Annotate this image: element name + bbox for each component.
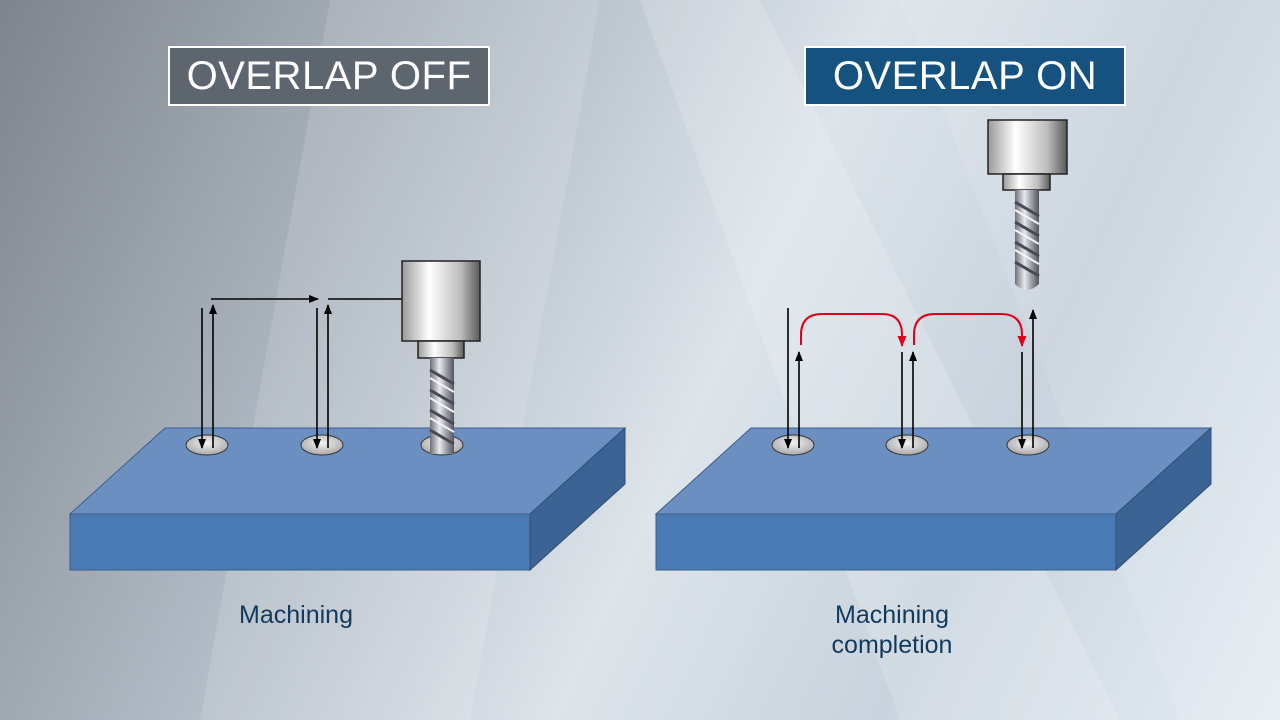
hole-icon — [300, 434, 344, 456]
right-caption-line2: completion — [831, 631, 953, 659]
hole-icon — [1006, 434, 1050, 456]
right-workpiece — [654, 426, 1213, 572]
left-drill — [401, 260, 481, 454]
spindle-holder-icon — [987, 119, 1068, 175]
collet — [417, 340, 465, 359]
hole-icon — [185, 434, 229, 456]
left-plate-top — [68, 427, 627, 515]
right-plate-front — [655, 513, 1117, 571]
left-workpiece — [68, 426, 627, 572]
overlap-arcs — [800, 313, 1027, 347]
right-plate-side — [1115, 426, 1212, 572]
collet — [1002, 173, 1051, 191]
spindle-holder-icon — [401, 260, 481, 342]
drill-bit-icon — [1014, 190, 1040, 290]
left-plate-side — [529, 426, 626, 572]
right-plate-top — [654, 427, 1213, 515]
overlap-off-title: OVERLAP OFF — [168, 46, 490, 106]
left-tool-path — [198, 295, 404, 449]
right-caption-line1: Machining — [835, 601, 949, 629]
right-drill — [987, 119, 1068, 290]
hole-icon — [771, 434, 815, 456]
right-tool-path — [784, 308, 1037, 449]
left-caption: Machining — [239, 601, 353, 629]
drill-bit-icon — [429, 358, 455, 454]
overlap-on-title: OVERLAP ON — [804, 46, 1126, 106]
left-plate-front — [69, 513, 531, 571]
hole-icon — [885, 434, 929, 456]
